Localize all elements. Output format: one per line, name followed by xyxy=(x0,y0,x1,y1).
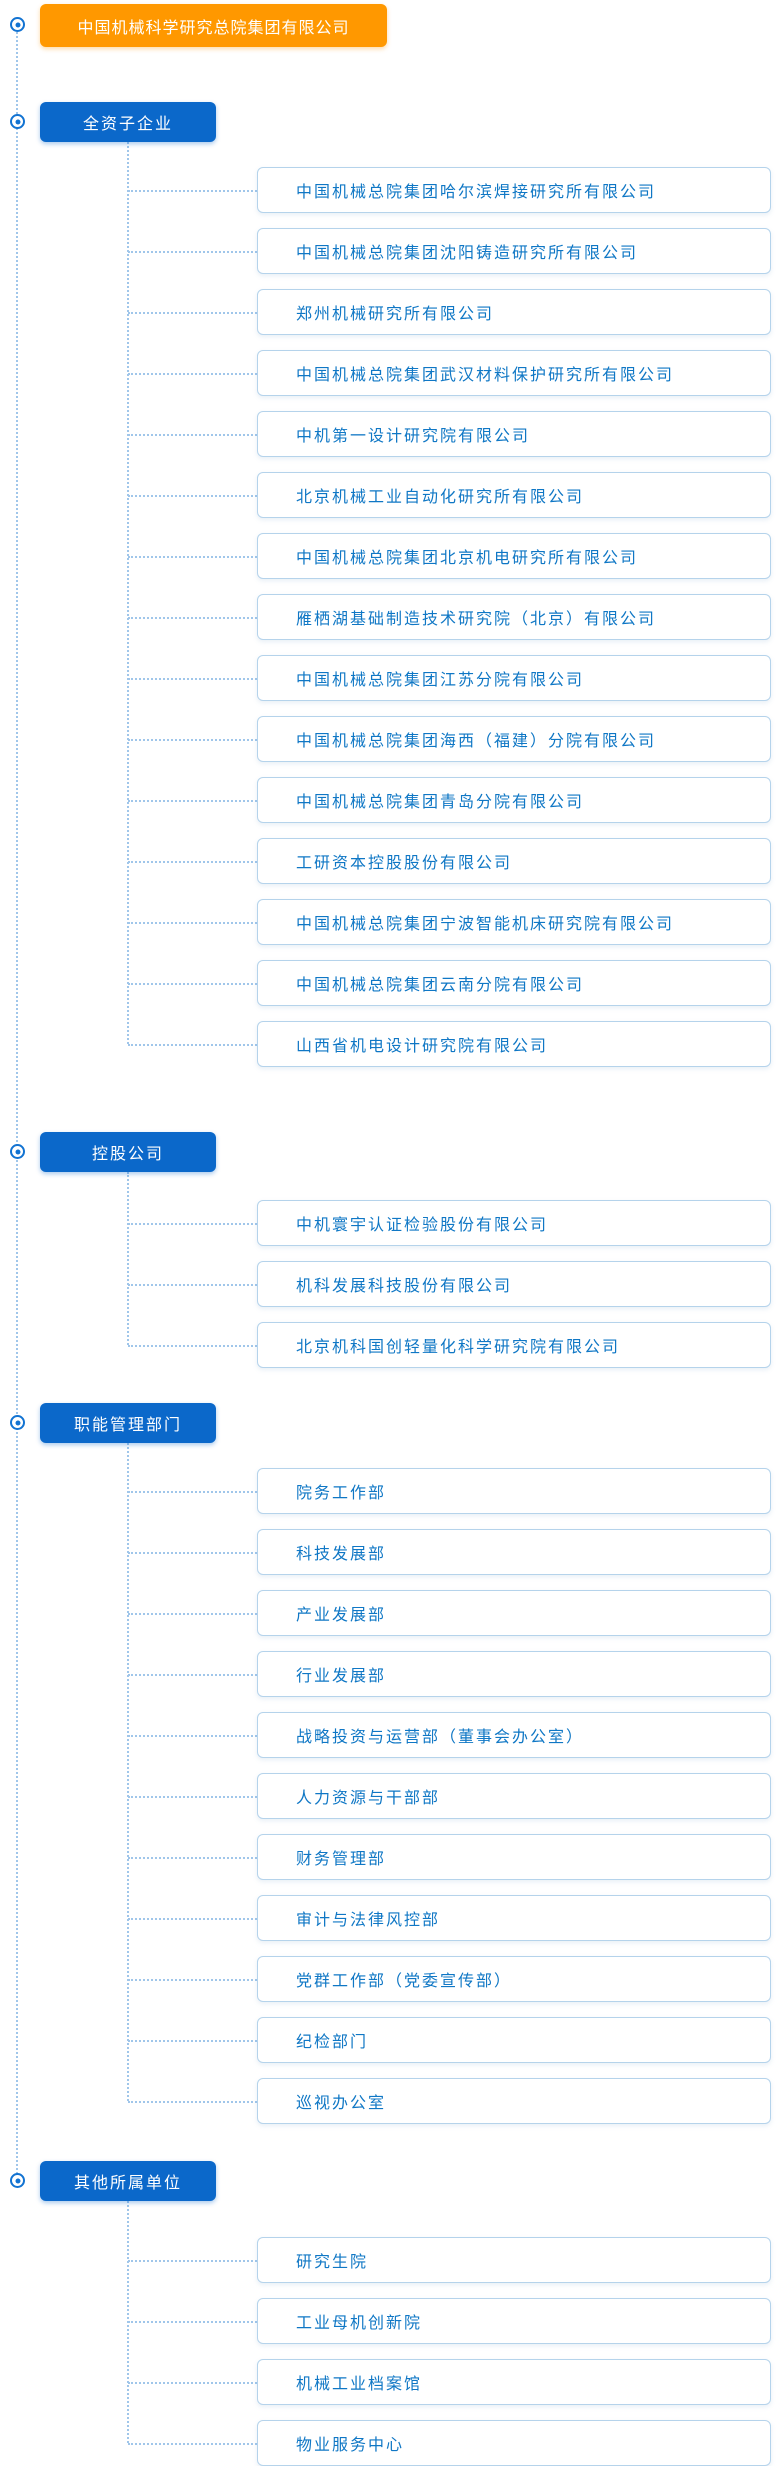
item-node[interactable]: 科技发展部 xyxy=(257,1529,771,1575)
item-connector-line xyxy=(128,495,257,497)
item-connector-line xyxy=(128,1491,257,1493)
item-node[interactable]: 中国机械总院集团宁波智能机床研究院有限公司 xyxy=(257,899,771,945)
section-feeder-line xyxy=(127,142,129,1044)
item-node[interactable]: 中国机械总院集团哈尔滨焊接研究所有限公司 xyxy=(257,167,771,213)
item-node[interactable]: 中国机械总院集团海西（福建）分院有限公司 xyxy=(257,716,771,762)
item-connector-line xyxy=(128,251,257,253)
item-node[interactable]: 工业母机创新院 xyxy=(257,2298,771,2344)
item-connector-line xyxy=(128,2260,257,2262)
item-node[interactable]: 郑州机械研究所有限公司 xyxy=(257,289,771,335)
item-connector-line xyxy=(128,1857,257,1859)
item-connector-line xyxy=(128,1552,257,1554)
item-connector-line xyxy=(128,861,257,863)
item-connector-line xyxy=(128,556,257,558)
item-connector-line xyxy=(128,739,257,741)
item-node[interactable]: 中国机械总院集团江苏分院有限公司 xyxy=(257,655,771,701)
item-connector-line xyxy=(128,2040,257,2042)
root-company-node: 中国机械科学研究总院集团有限公司 xyxy=(40,4,387,47)
item-node[interactable]: 审计与法律风控部 xyxy=(257,1895,771,1941)
radio-dot-icon xyxy=(10,17,25,32)
item-node[interactable]: 中国机械总院集团沈阳铸造研究所有限公司 xyxy=(257,228,771,274)
item-connector-line xyxy=(128,1918,257,1920)
item-connector-line xyxy=(128,2321,257,2323)
category-node-1[interactable]: 全资子企业 xyxy=(40,102,216,142)
item-connector-line xyxy=(128,434,257,436)
main-spine-line xyxy=(16,25,18,2181)
category-node-2[interactable]: 控股公司 xyxy=(40,1132,216,1172)
item-node[interactable]: 产业发展部 xyxy=(257,1590,771,1636)
item-connector-line xyxy=(128,678,257,680)
item-node[interactable]: 中机第一设计研究院有限公司 xyxy=(257,411,771,457)
item-connector-line xyxy=(128,983,257,985)
radio-dot-icon xyxy=(10,1415,25,1430)
item-node[interactable]: 人力资源与干部部 xyxy=(257,1773,771,1819)
item-node[interactable]: 行业发展部 xyxy=(257,1651,771,1697)
item-connector-line xyxy=(128,2382,257,2384)
item-node[interactable]: 财务管理部 xyxy=(257,1834,771,1880)
item-connector-line xyxy=(128,2443,257,2445)
item-node[interactable]: 院务工作部 xyxy=(257,1468,771,1514)
item-node[interactable]: 工研资本控股股份有限公司 xyxy=(257,838,771,884)
item-node[interactable]: 党群工作部（党委宣传部） xyxy=(257,1956,771,2002)
item-connector-line xyxy=(128,2101,257,2103)
item-node[interactable]: 巡视办公室 xyxy=(257,2078,771,2124)
item-connector-line xyxy=(128,1613,257,1615)
item-node[interactable]: 山西省机电设计研究院有限公司 xyxy=(257,1021,771,1067)
item-connector-line xyxy=(128,1345,257,1347)
category-node-3[interactable]: 职能管理部门 xyxy=(40,1403,216,1443)
item-connector-line xyxy=(128,800,257,802)
item-connector-line xyxy=(128,1044,257,1046)
item-node[interactable]: 战略投资与运营部（董事会办公室） xyxy=(257,1712,771,1758)
item-connector-line xyxy=(128,1284,257,1286)
item-node[interactable]: 机械工业档案馆 xyxy=(257,2359,771,2405)
item-node[interactable]: 物业服务中心 xyxy=(257,2420,771,2466)
item-connector-line xyxy=(128,1674,257,1676)
radio-dot-icon xyxy=(10,1144,25,1159)
item-connector-line xyxy=(128,1796,257,1798)
item-connector-line xyxy=(128,312,257,314)
section-feeder-line xyxy=(127,1443,129,2101)
radio-dot-icon xyxy=(10,2173,25,2188)
item-node[interactable]: 研究生院 xyxy=(257,2237,771,2283)
item-node[interactable]: 中国机械总院集团云南分院有限公司 xyxy=(257,960,771,1006)
item-connector-line xyxy=(128,190,257,192)
item-node[interactable]: 机科发展科技股份有限公司 xyxy=(257,1261,771,1307)
item-node[interactable]: 中机寰宇认证检验股份有限公司 xyxy=(257,1200,771,1246)
item-connector-line xyxy=(128,1223,257,1225)
item-connector-line xyxy=(128,1735,257,1737)
item-node[interactable]: 纪检部门 xyxy=(257,2017,771,2063)
item-connector-line xyxy=(128,1979,257,1981)
category-node-4[interactable]: 其他所属单位 xyxy=(40,2161,216,2201)
item-connector-line xyxy=(128,617,257,619)
section-feeder-line xyxy=(127,1172,129,1345)
item-node[interactable]: 北京机科国创轻量化科学研究院有限公司 xyxy=(257,1322,771,1368)
radio-dot-icon xyxy=(10,114,25,129)
item-connector-line xyxy=(128,373,257,375)
item-connector-line xyxy=(128,922,257,924)
item-node[interactable]: 中国机械总院集团青岛分院有限公司 xyxy=(257,777,771,823)
item-node[interactable]: 雁栖湖基础制造技术研究院（北京）有限公司 xyxy=(257,594,771,640)
item-node[interactable]: 中国机械总院集团北京机电研究所有限公司 xyxy=(257,533,771,579)
item-node[interactable]: 中国机械总院集团武汉材料保护研究所有限公司 xyxy=(257,350,771,396)
item-node[interactable]: 北京机械工业自动化研究所有限公司 xyxy=(257,472,771,518)
